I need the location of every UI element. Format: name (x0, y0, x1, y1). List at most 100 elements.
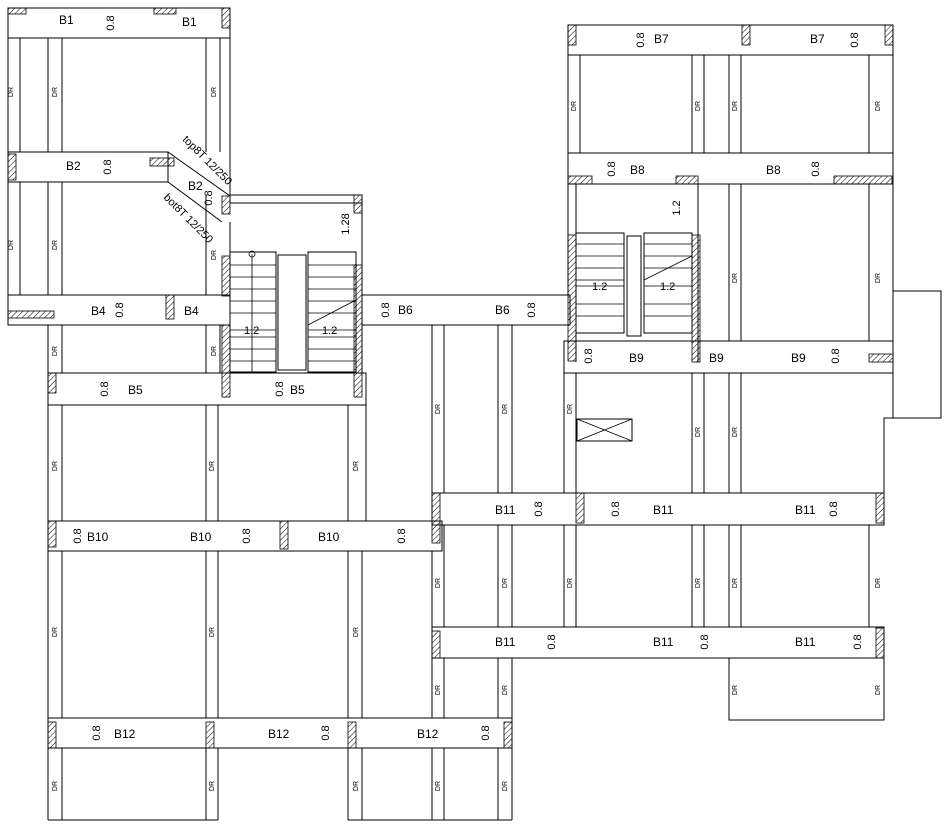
right-vertical-beams (563, 25, 894, 627)
dim-0-8: 0.8 (102, 159, 114, 174)
label-b5: B5 (290, 383, 305, 397)
drop-label: DR (52, 346, 59, 356)
dim-0-8: 0.8 (810, 161, 822, 176)
drop-label: DR (502, 685, 509, 695)
beam-b1 (7, 7, 231, 39)
left-vertical-beams (7, 8, 513, 821)
drop-label: DR (732, 685, 739, 695)
drop-labels: DR DR DR DR DR DR DR DR DR DR DR DR DR D… (8, 87, 882, 791)
label-b11: B11 (653, 635, 674, 649)
drop-label: DR (502, 578, 509, 588)
drop-label: DR (209, 461, 216, 471)
label-b2: B2 (188, 179, 203, 193)
dim-0-8: 0.8 (320, 725, 332, 740)
dim-0-8: 0.8 (380, 302, 392, 317)
dim-0-8: 0.8 (533, 501, 545, 516)
drop-label: DR (435, 578, 442, 588)
label-b6: B6 (398, 303, 413, 317)
dim-1-2: 1.2 (592, 281, 607, 293)
drop-label: DR (353, 627, 360, 637)
drop-label: DR (209, 627, 216, 637)
label-b6: B6 (495, 303, 510, 317)
drop-label: DR (695, 578, 702, 588)
dim-0-8: 0.8 (546, 634, 558, 649)
dim-0-8: 0.8 (241, 528, 253, 543)
drop-label: DR (435, 404, 442, 414)
drop-label: DR (567, 578, 574, 588)
label-b1: B1 (59, 13, 74, 27)
label-b9: B9 (709, 351, 724, 365)
drop-label: DR (732, 273, 739, 283)
dim-1-2: 1.2 (660, 281, 675, 293)
right-beams (431, 24, 942, 721)
label-b7: B7 (654, 32, 669, 46)
dim-0-8: 0.8 (396, 528, 408, 543)
drop-label: DR (732, 101, 739, 111)
label-b5: B5 (128, 383, 143, 397)
bottom-right-bay (728, 657, 885, 721)
beam-b6 (361, 294, 571, 326)
dim-1-2: 1.2 (244, 325, 259, 337)
dim-0-8: 0.8 (91, 725, 103, 740)
beam-labels: B1 B1 B2 B2 B4 B4 B5 B5 B6 B6 B7 B7 B8 B… (59, 13, 825, 741)
drop-label: DR (8, 87, 15, 97)
dim-0-8: 0.8 (114, 302, 126, 317)
drop-label: DR (211, 346, 218, 356)
label-b12: B12 (268, 727, 290, 741)
beam-b9 (563, 340, 894, 374)
drop-label: DR (8, 240, 15, 250)
drop-label: DR (353, 461, 360, 471)
drop-label: DR (875, 273, 882, 283)
label-b1: B1 (182, 15, 197, 29)
label-b4: B4 (184, 304, 199, 318)
drop-label: DR (695, 427, 702, 437)
label-b10: B10 (87, 530, 109, 544)
drop-label: DR (732, 427, 739, 437)
void-opening (576, 418, 633, 442)
label-b9: B9 (791, 351, 806, 365)
columns (7, 7, 894, 749)
label-b10: B10 (318, 530, 340, 544)
dim-1-2: 1.2 (671, 200, 683, 215)
dim-0-8: 0.8 (828, 501, 840, 516)
dim-0-8: 0.8 (610, 501, 622, 516)
drop-label: DR (435, 781, 442, 791)
drop-label: DR (502, 404, 509, 414)
label-b11: B11 (495, 503, 516, 517)
label-b8: B8 (766, 163, 781, 177)
dim-0-8: 0.8 (583, 348, 595, 363)
label-b11: B11 (795, 503, 816, 517)
drop-label: DR (52, 781, 59, 791)
dims-horizontal: 1.2 1.2 1.2 1.2 (230, 281, 692, 337)
beam-b8 (567, 152, 894, 185)
drop-label: DR (435, 685, 442, 695)
drop-label: DR (875, 578, 882, 588)
dims-vertical: 0.8 0.8 0.8 0.8 0.8 0.8 0.8 0.8 0.8 0.8 … (72, 15, 864, 740)
dim-0-8: 0.8 (99, 381, 111, 396)
drop-label: DR (732, 578, 739, 588)
drop-label: DR (875, 101, 882, 111)
dim-1-28: 1.28 (340, 213, 352, 234)
drop-label: DR (211, 87, 218, 97)
drop-label: DR (875, 685, 882, 695)
drop-label: DR (353, 781, 360, 791)
label-b11: B11 (653, 503, 674, 517)
dim-0-8: 0.8 (203, 190, 215, 205)
dim-0-8: 0.8 (849, 32, 861, 47)
label-b11: B11 (495, 635, 516, 649)
drop-label: DR (52, 87, 59, 97)
mid-vertical-beams (431, 325, 513, 718)
label-b11: B11 (795, 635, 816, 649)
beam-b5 (47, 372, 367, 406)
label-b2: B2 (66, 159, 81, 173)
drop-label: DR (52, 461, 59, 471)
label-b9: B9 (629, 351, 644, 365)
dim-1-2: 1.2 (322, 325, 337, 337)
dim-0-8: 0.8 (274, 381, 286, 396)
stair-left-treads (230, 264, 357, 362)
dim-0-8: 0.8 (526, 302, 538, 317)
drop-label: DR (52, 627, 59, 637)
drop-label: DR (571, 101, 578, 111)
dim-0-8: 0.8 (852, 634, 864, 649)
